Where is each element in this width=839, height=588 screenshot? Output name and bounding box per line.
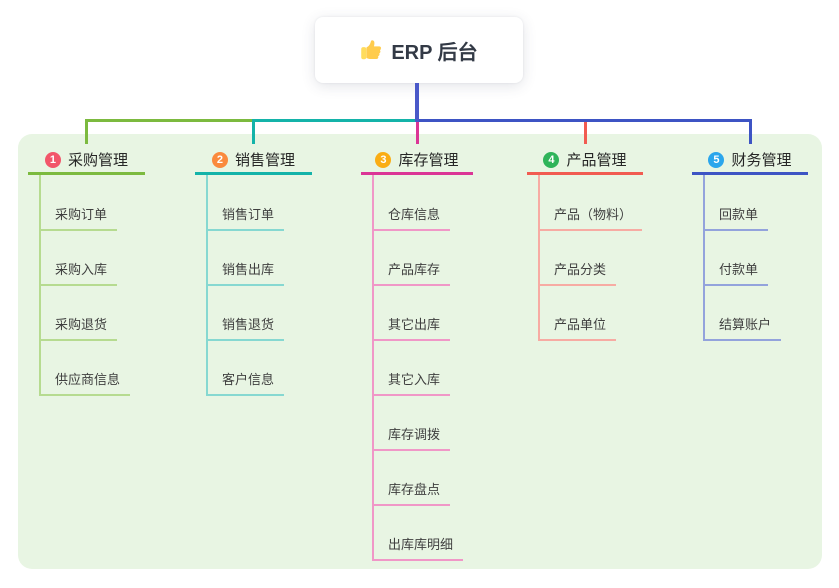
child-node[interactable]: 产品库存 bbox=[372, 261, 451, 286]
child-node[interactable]: 产品分类 bbox=[538, 261, 617, 286]
child-label: 采购退货 bbox=[55, 317, 108, 332]
child-node[interactable]: 仓库信息 bbox=[372, 206, 451, 231]
child-label: 出库库明细 bbox=[388, 537, 454, 552]
branch-2-connector-line bbox=[252, 119, 255, 144]
child-label: 付款单 bbox=[719, 262, 759, 277]
child-label: 结算账户 bbox=[719, 317, 772, 332]
branch-number-badge: 4 bbox=[543, 151, 560, 168]
branch-1-connector-line bbox=[85, 119, 88, 144]
branch-4-connector-line bbox=[583, 119, 587, 144]
branch-2-header[interactable]: 2 销售管理 bbox=[195, 147, 312, 175]
branch-label: 财务管理 bbox=[731, 152, 792, 169]
branch-number-badge: 5 bbox=[708, 151, 725, 168]
child-label: 销售出库 bbox=[222, 262, 275, 277]
child-label: 采购入库 bbox=[55, 262, 108, 277]
branch-4-header[interactable]: 4 产品管理 bbox=[527, 147, 643, 175]
child-label: 供应商信息 bbox=[55, 372, 121, 387]
root-node[interactable]: ERP 后台 bbox=[315, 17, 523, 83]
child-label: 销售订单 bbox=[222, 207, 275, 222]
root-title: ERP 后台 bbox=[391, 41, 478, 64]
branch-number-badge: 2 bbox=[211, 151, 228, 168]
branch-trunk-line bbox=[703, 175, 705, 341]
child-label: 产品单位 bbox=[554, 317, 607, 332]
branch-label: 销售管理 bbox=[234, 152, 295, 169]
child-node[interactable]: 出库库明细 bbox=[372, 536, 464, 561]
child-node[interactable]: 销售出库 bbox=[206, 261, 285, 286]
child-label: 产品（物料） bbox=[554, 207, 633, 222]
child-node[interactable]: 库存调拨 bbox=[372, 426, 451, 451]
child-label: 其它入库 bbox=[388, 372, 441, 387]
child-node[interactable]: 库存盘点 bbox=[372, 481, 451, 506]
connector-segment bbox=[415, 119, 752, 122]
child-label: 销售退货 bbox=[222, 317, 275, 332]
child-label: 采购订单 bbox=[55, 207, 108, 222]
child-node[interactable]: 采购退货 bbox=[39, 316, 118, 341]
branch-3-header[interactable]: 3 库存管理 bbox=[361, 147, 473, 175]
child-node[interactable]: 销售订单 bbox=[206, 206, 285, 231]
child-label: 库存调拨 bbox=[388, 427, 441, 442]
branch-label: 产品管理 bbox=[566, 152, 627, 169]
child-node[interactable]: 其它入库 bbox=[372, 371, 451, 396]
connector-segment bbox=[252, 119, 419, 122]
branch-number-badge: 1 bbox=[44, 151, 61, 168]
child-node[interactable]: 产品单位 bbox=[538, 316, 617, 341]
child-label: 产品库存 bbox=[388, 262, 441, 277]
branch-number-badge: 3 bbox=[375, 151, 392, 168]
child-node[interactable]: 采购订单 bbox=[39, 206, 118, 231]
branch-label: 采购管理 bbox=[67, 152, 128, 169]
branch-trunk-line bbox=[538, 175, 540, 341]
child-label: 库存盘点 bbox=[388, 482, 441, 497]
child-label: 客户信息 bbox=[222, 372, 275, 387]
branches-panel bbox=[18, 134, 822, 569]
child-node[interactable]: 付款单 bbox=[703, 261, 769, 286]
branch-trunk-line bbox=[372, 175, 374, 561]
branch-5-connector-line bbox=[748, 119, 752, 144]
child-node[interactable]: 结算账户 bbox=[703, 316, 782, 341]
root-connector-line bbox=[415, 83, 419, 122]
child-node[interactable]: 供应商信息 bbox=[39, 371, 131, 396]
child-node[interactable]: 采购入库 bbox=[39, 261, 118, 286]
child-node[interactable]: 客户信息 bbox=[206, 371, 285, 396]
branch-3-connector-line bbox=[415, 119, 419, 144]
branch-5-header[interactable]: 5 财务管理 bbox=[692, 147, 808, 175]
child-node[interactable]: 回款单 bbox=[703, 206, 769, 231]
connector-segment bbox=[85, 119, 255, 122]
thumbs-up-icon bbox=[360, 39, 382, 61]
child-label: 产品分类 bbox=[554, 262, 607, 277]
child-node[interactable]: 产品（物料） bbox=[538, 206, 643, 231]
child-node[interactable]: 销售退货 bbox=[206, 316, 285, 341]
child-label: 其它出库 bbox=[388, 317, 441, 332]
child-node[interactable]: 其它出库 bbox=[372, 316, 451, 341]
branch-label: 库存管理 bbox=[398, 152, 459, 169]
branch-1-header[interactable]: 1 采购管理 bbox=[28, 147, 145, 175]
child-label: 回款单 bbox=[719, 207, 759, 222]
child-label: 仓库信息 bbox=[388, 207, 441, 222]
